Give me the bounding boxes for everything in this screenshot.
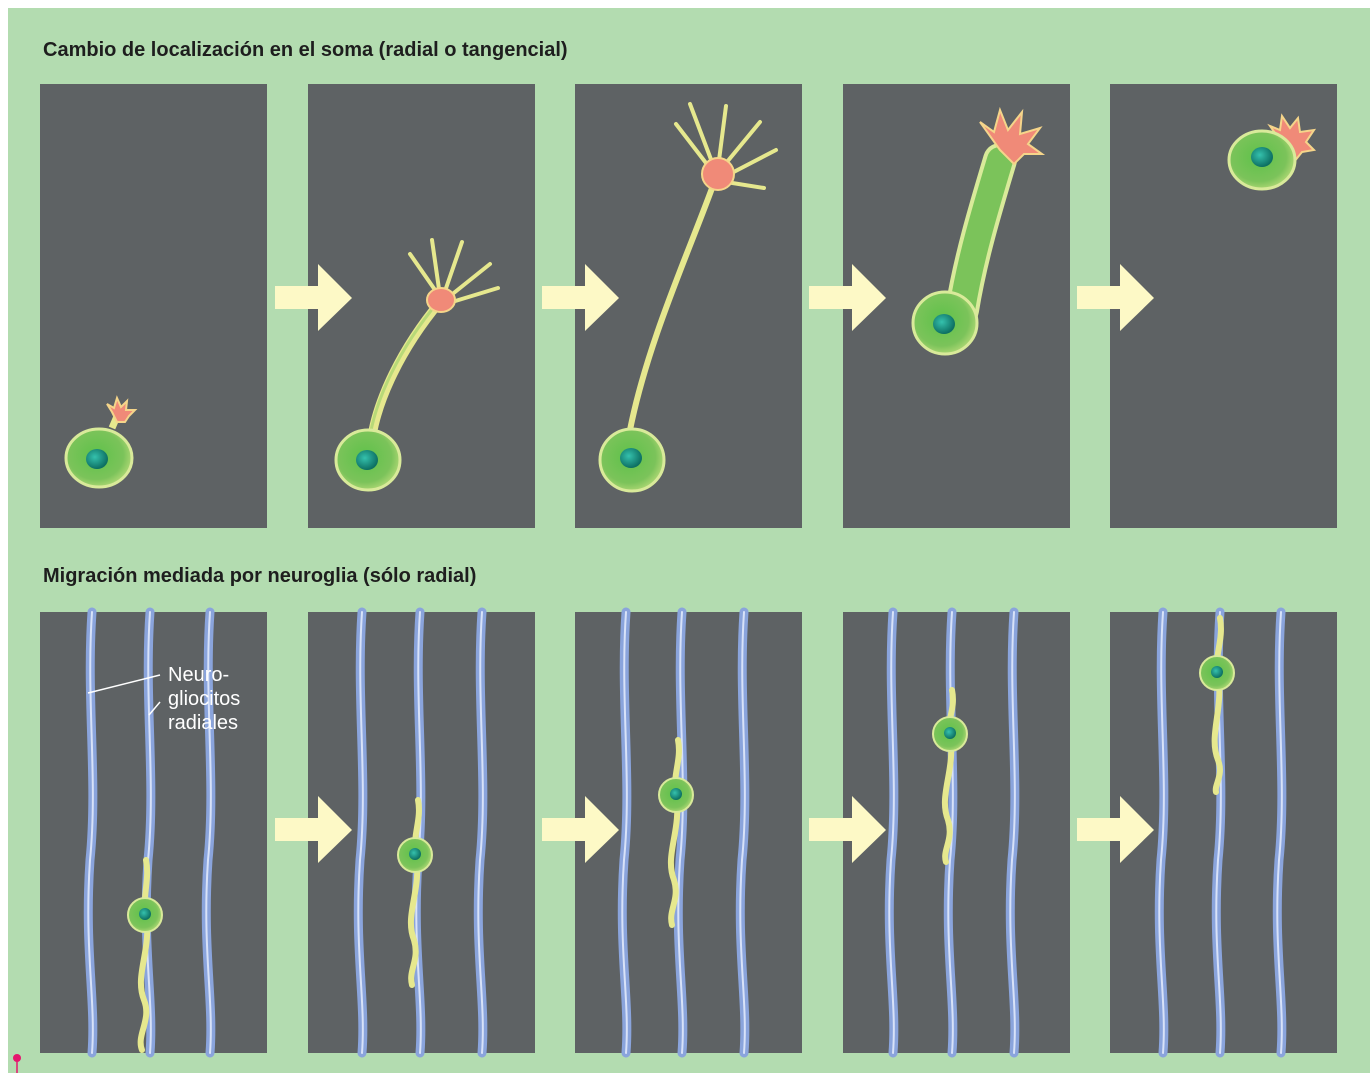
- top-row: [40, 84, 1337, 528]
- corner-marker: [13, 1054, 21, 1073]
- radial-glia-label-line-1: Neuro-: [168, 663, 240, 687]
- heading-somal-translocation: Cambio de localización en el soma (radia…: [43, 39, 568, 62]
- radial-glia-label-line-3: radiales: [168, 711, 240, 735]
- heading-glial-migration: Migración mediada por neuroglia (sólo ra…: [43, 565, 476, 588]
- radial-glia-label: Neuro- gliocitos radiales: [168, 663, 240, 735]
- radial-glia-label-line-2: gliocitos: [168, 687, 240, 711]
